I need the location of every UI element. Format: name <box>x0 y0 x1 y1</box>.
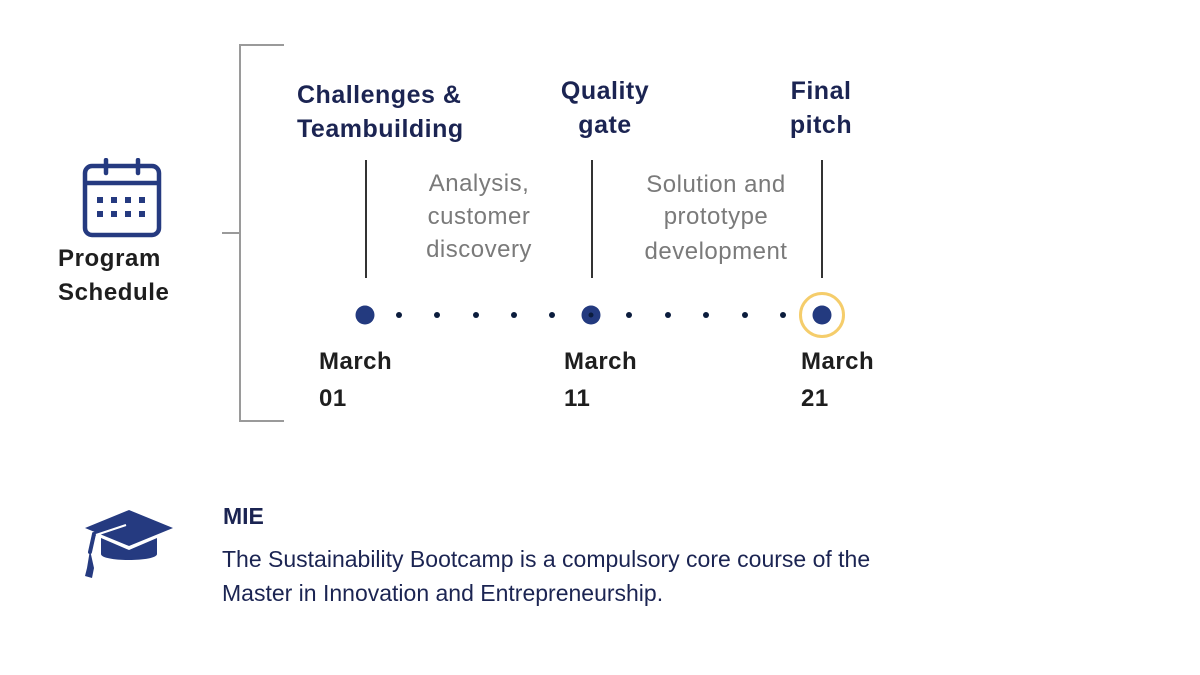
phase-line: Solution and <box>646 171 786 198</box>
timeline-dot <box>626 312 632 318</box>
program-schedule-label: Program Schedule <box>58 242 170 310</box>
info-description: The Sustainability Bootcamp is a compuls… <box>222 542 1122 610</box>
date-day: 01 <box>319 385 347 412</box>
timeline-dot <box>511 312 517 318</box>
milestone-date-1: March 01 <box>319 343 392 417</box>
bracket-bottom <box>239 420 284 422</box>
milestone-dot-3 <box>812 305 832 325</box>
phase-2: Solution and prototype development <box>606 169 826 268</box>
description-line: The Sustainability Bootcamp is a compuls… <box>222 546 871 572</box>
title-line: pitch <box>789 111 853 139</box>
timeline-dot <box>588 312 594 318</box>
timeline-dot <box>742 312 748 318</box>
calendar-icon <box>82 158 162 238</box>
milestone-date-2: March 11 <box>564 343 637 417</box>
timeline-dot <box>703 312 709 318</box>
phase-line: development <box>644 238 788 265</box>
timeline-dot <box>780 312 786 318</box>
title-line: Final <box>790 77 852 105</box>
bracket-mid <box>222 232 240 234</box>
date-month: March <box>564 348 638 375</box>
graduation-cap-icon <box>85 510 173 578</box>
milestone-title-3: Final pitch <box>761 74 881 142</box>
milestone-title-1: Challenges & Teambuilding <box>297 78 464 146</box>
info-title: MIE <box>223 503 264 529</box>
timeline-ring-highlight <box>799 292 845 338</box>
title-line: Teambuilding <box>297 115 464 143</box>
phase-line: Analysis, <box>428 170 530 197</box>
timeline-dot <box>665 312 671 318</box>
description-line: Master in Innovation and Entrepreneurshi… <box>222 580 664 606</box>
phase-1: Analysis, customer discovery <box>379 167 579 266</box>
timeline-dot <box>549 312 555 318</box>
title-line: gate <box>578 111 632 139</box>
title-line: Challenges & <box>297 81 462 109</box>
timeline-dot <box>473 312 479 318</box>
phase-line: discovery <box>426 236 532 263</box>
label-line-1: Program <box>58 245 161 272</box>
date-day: 21 <box>801 385 829 412</box>
milestone-title-2: Quality gate <box>545 74 665 142</box>
milestone-date-3: March 21 <box>801 343 874 417</box>
phase-line: customer <box>427 203 531 230</box>
date-month: March <box>801 348 875 375</box>
date-day: 11 <box>564 385 591 412</box>
timeline <box>355 292 845 338</box>
phase-line: prototype <box>663 203 769 230</box>
label-line-2: Schedule <box>58 279 170 306</box>
title-line: Quality <box>560 77 650 105</box>
timeline-dot <box>434 312 440 318</box>
bracket-top <box>239 44 284 46</box>
milestone-dot-1 <box>355 305 375 325</box>
milestone-line-1 <box>365 160 367 278</box>
date-month: March <box>319 348 393 375</box>
milestone-line-2 <box>591 160 593 278</box>
timeline-dot <box>396 312 402 318</box>
milestone-line-3 <box>821 160 823 278</box>
